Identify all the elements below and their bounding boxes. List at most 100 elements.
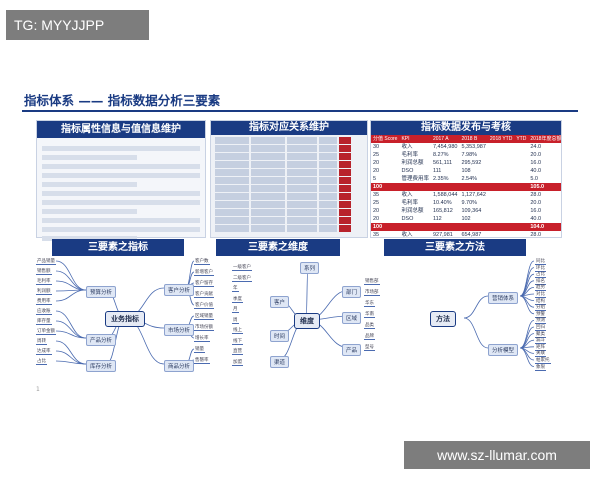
kpi-cell: 毛利率 — [401, 200, 418, 206]
kpi-cell: 2.54% — [461, 176, 478, 182]
mindmap1-center: 业务指标 — [105, 311, 145, 327]
mindmap3-leaf: 预测 — [535, 318, 546, 325]
mindmap1-leaf: 售罄率 — [194, 358, 210, 364]
kpi-cell — [488, 191, 514, 199]
mindmap1-leaf: 利润额 — [36, 289, 52, 295]
kpi-cell: 7,454,980 — [432, 144, 458, 150]
mindmap1-leaf: 产品销量 — [36, 259, 56, 265]
mindmap1-leaf: 周转 — [36, 339, 47, 345]
mindmap3-leaf: 回归 — [535, 325, 546, 331]
kpi-cell: 20.0 — [530, 200, 542, 206]
mindmap-connector — [305, 265, 309, 321]
mindmap1-leaf: 市场份额 — [194, 325, 214, 331]
kpi-cell: 102 — [461, 216, 471, 222]
kpi-cell: DSO — [401, 216, 414, 222]
kpi-cell: 20 — [373, 168, 380, 174]
mindmap2-leaf: 月 — [232, 307, 239, 313]
mindmap3-branch: 分析模型 — [488, 344, 519, 356]
mindmap3-branch: 营销体系 — [488, 292, 519, 304]
kpi-cell: 561,111 — [432, 160, 453, 166]
mindmap-connector — [55, 289, 87, 302]
kpi-header-cell: 分值 Score — [371, 135, 400, 143]
mindmap3-leaf: 矩阵 — [535, 344, 546, 351]
mindmap1-leaf: 费用率 — [36, 299, 52, 305]
mindmap1-leaf: 销售额 — [36, 269, 52, 275]
panel-relation-maintenance: 指标对应关系维护 — [210, 120, 368, 238]
kpi-cell — [488, 199, 514, 207]
relation-row — [215, 185, 363, 192]
mindmap3-leaf: 聚类 — [535, 331, 546, 338]
mindmap2-leaf: 市场部 — [364, 290, 380, 296]
mindmap3-leaf: 占比 — [535, 272, 546, 279]
mindmap1-leaf: 增长率 — [194, 336, 210, 342]
mindmap-connector — [519, 326, 535, 349]
mindmap1-leaf: 应收账 — [36, 309, 52, 315]
kpi-cell: 管理费用率 — [401, 176, 429, 182]
mindmap1-leaf: 区域销量 — [194, 314, 214, 320]
mindmap2-leaf: 直营 — [232, 349, 243, 355]
mindmap3-leaf: 同比 — [535, 259, 546, 265]
mindmap1-leaf: 客户贡献 — [194, 292, 214, 298]
mindmap2-branch: 产品 — [342, 344, 362, 356]
kpi-cell: 100 — [371, 223, 400, 231]
kpi-cell: 16.0 — [530, 208, 542, 214]
kpi-cell: 28.0 — [530, 192, 542, 198]
kpi-header-cell: 2018 B — [459, 135, 488, 143]
mindmap2-branch: 区域 — [342, 312, 362, 324]
kpi-cell — [487, 183, 515, 191]
kpi-cell — [514, 167, 528, 175]
kpi-cell — [514, 215, 528, 223]
mindmap2-center: 维度 — [294, 313, 320, 329]
kpi-cell — [399, 223, 431, 231]
mindmap2-leaf: 一级客户 — [232, 265, 252, 271]
mindmap3-lines — [463, 260, 535, 367]
kpi-cell: 收入 — [401, 232, 413, 238]
kpi-cell: 108 — [461, 168, 471, 174]
kpi-cell: 利润总额 — [401, 208, 424, 214]
kpi-cell — [514, 231, 528, 237]
kpi-cell: 20 — [373, 208, 380, 214]
mindmap3-leaf: 帕累托 — [535, 358, 551, 364]
kpi-cell — [488, 167, 514, 175]
relation-row — [215, 217, 363, 224]
mindmap1-leaf: 毛利率 — [36, 279, 52, 285]
mindmap3-center: 方法 — [430, 311, 456, 327]
kpi-cell — [514, 175, 528, 183]
mindmap2-branch: 部门 — [342, 286, 362, 298]
title-underline — [22, 110, 578, 112]
kpi-cell — [514, 183, 529, 191]
kpi-cell — [514, 199, 528, 207]
mindmap-connector — [55, 330, 87, 339]
kpi-cell — [488, 151, 514, 159]
relation-row — [215, 169, 363, 176]
mindmap1-leaf: 达成率 — [36, 349, 52, 355]
kpi-cell: 109,364 — [461, 208, 482, 214]
kpi-cell: 654,987 — [461, 232, 482, 238]
kpi-header-cell: KPI — [399, 135, 431, 143]
kpi-cell: 5 — [373, 176, 377, 182]
mindmap-connector — [519, 347, 535, 367]
kpi-cell — [488, 207, 514, 215]
kpi-cell — [399, 183, 431, 191]
kpi-header-cell: 2018 YTD — [487, 135, 515, 143]
kpi-cell: 111 — [432, 168, 442, 174]
mindmap1-leaf: 客户数 — [194, 259, 210, 265]
mindmap2-leaf: 品类 — [364, 323, 375, 329]
kpi-header-cell: YTD — [514, 135, 529, 143]
relation-row — [215, 201, 363, 208]
mindmap-connector — [519, 260, 535, 297]
kpi-cell: 9.70% — [461, 200, 478, 206]
kpi-cell — [488, 143, 514, 151]
relation-row — [215, 161, 363, 168]
relation-table-thumbnail — [215, 137, 363, 232]
mindmap-connector — [55, 340, 87, 365]
mindmap3-leaf: 漏斗 — [535, 338, 546, 345]
mindmap2-leaf: 品牌 — [364, 334, 375, 340]
mindmap2-leaf: 季度 — [232, 296, 243, 303]
